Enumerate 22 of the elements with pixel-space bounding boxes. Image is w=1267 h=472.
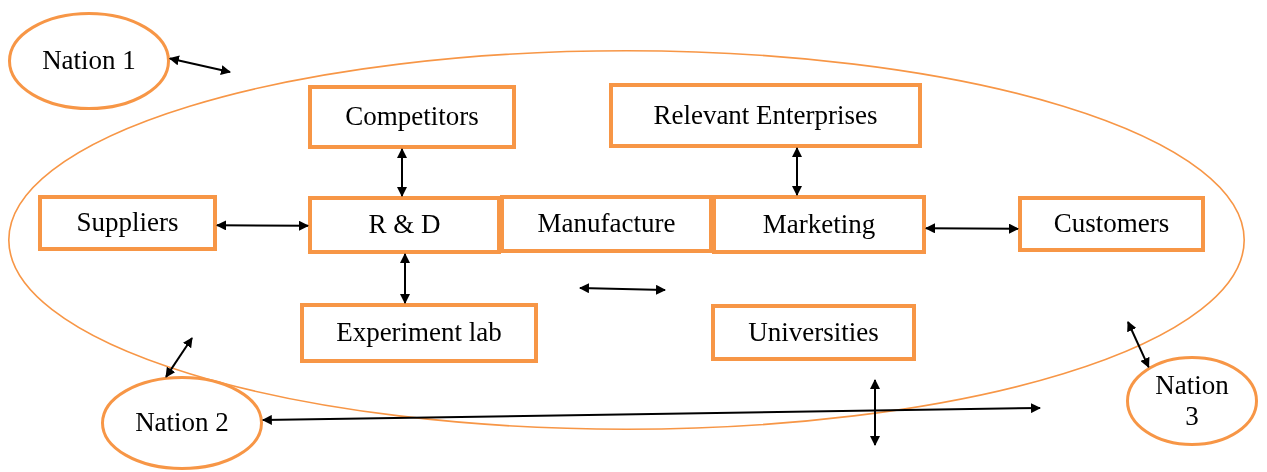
double-arrow xyxy=(168,55,231,75)
process-box: Competitors xyxy=(308,85,516,149)
process-box: Customers xyxy=(1018,196,1205,252)
double-arrow xyxy=(216,220,309,231)
boundary-ellipse xyxy=(8,50,1245,430)
nation-ellipse: Nation 2 xyxy=(101,376,263,470)
double-arrow xyxy=(165,337,193,378)
process-box: Suppliers xyxy=(38,195,217,251)
nation-ellipse: Nation 3 xyxy=(1126,356,1258,446)
double-arrow xyxy=(1127,321,1150,369)
nation-ellipse: Nation 1 xyxy=(8,12,170,110)
double-arrow xyxy=(925,223,1019,234)
process-box: R & D xyxy=(308,196,501,254)
double-arrow xyxy=(261,403,1041,425)
process-box: Experiment lab xyxy=(300,303,538,363)
process-box: Marketing xyxy=(712,195,926,254)
process-box: Manufacture xyxy=(500,195,713,253)
process-box: Relevant Enterprises xyxy=(609,83,922,148)
double-arrow xyxy=(400,253,410,304)
double-arrow xyxy=(397,148,407,197)
double-arrow xyxy=(792,147,802,196)
process-box: Universities xyxy=(711,304,916,361)
